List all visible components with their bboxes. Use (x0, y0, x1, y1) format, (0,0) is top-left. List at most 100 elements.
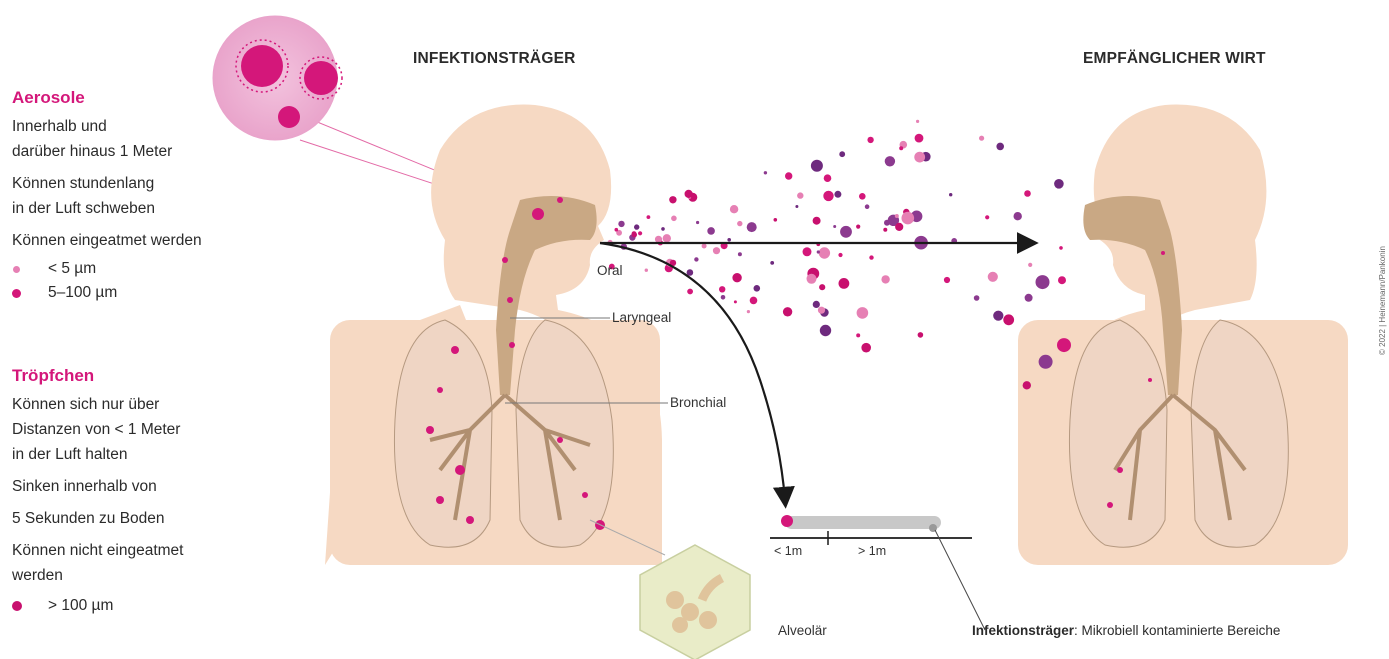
particle (557, 437, 563, 443)
particle (988, 272, 998, 282)
particle (840, 226, 852, 238)
particle (856, 225, 860, 229)
carrier-heading: INFEKTIONSTRÄGER (413, 50, 576, 68)
particle (721, 295, 726, 300)
particle (1039, 355, 1053, 369)
particle (819, 247, 830, 258)
particle (502, 257, 508, 263)
particle (857, 307, 869, 319)
particle (916, 120, 919, 123)
particle (436, 496, 444, 504)
particle (770, 261, 774, 265)
particle (839, 151, 845, 157)
particle (881, 275, 889, 283)
particle (867, 137, 873, 143)
particle (1014, 212, 1022, 220)
particle (638, 231, 642, 235)
particle (865, 204, 870, 209)
particle (687, 289, 693, 295)
particle (730, 205, 738, 213)
particle (979, 136, 984, 141)
particle (918, 332, 924, 338)
particle (1117, 467, 1123, 473)
particle (1054, 179, 1064, 189)
particle (785, 172, 792, 179)
particle (615, 228, 619, 232)
particle (1058, 276, 1066, 284)
particle (883, 228, 887, 232)
particle (895, 214, 899, 218)
particle (820, 325, 831, 336)
particle (996, 143, 1004, 151)
particle (1003, 314, 1014, 325)
particle (795, 205, 798, 208)
particle (1057, 338, 1071, 352)
particle (655, 236, 662, 243)
particle (974, 295, 980, 301)
particle (834, 191, 841, 198)
particle (869, 255, 873, 259)
particle (618, 221, 624, 227)
particle (645, 269, 648, 272)
particle (817, 250, 820, 253)
particle (738, 252, 742, 256)
particle (747, 310, 750, 313)
footnote-term: Infektionsträger (972, 623, 1074, 638)
particle (838, 253, 842, 257)
particle (823, 191, 833, 201)
particle (1161, 251, 1165, 255)
particle (663, 234, 671, 242)
carrier-figure (325, 105, 662, 565)
oral-label: Oral (597, 263, 623, 278)
particle (1107, 502, 1113, 508)
particle (915, 134, 924, 143)
particle (833, 225, 836, 228)
particle (632, 231, 637, 236)
particle (647, 215, 651, 219)
particle (944, 277, 950, 283)
particle (750, 297, 758, 305)
particle (1148, 378, 1152, 382)
distance-near-label: < 1m (774, 544, 802, 558)
particle (669, 196, 676, 203)
particle (727, 238, 731, 242)
alveolar-label: Alveolär (778, 623, 827, 638)
particle (557, 197, 563, 203)
particle (807, 274, 817, 284)
particle (811, 160, 823, 172)
particle (426, 426, 434, 434)
particle (466, 516, 474, 524)
footnote: Infektionsträger: Mikrobiell kontaminier… (972, 623, 1280, 638)
particle (694, 257, 698, 261)
particle (813, 217, 821, 225)
particle (661, 227, 665, 231)
particle (1059, 246, 1063, 250)
particle (685, 190, 693, 198)
particle (797, 192, 803, 198)
particle (914, 152, 925, 163)
particle (732, 273, 741, 282)
particle (702, 244, 707, 249)
particle (507, 297, 513, 303)
particle (949, 193, 952, 196)
particle (1024, 190, 1031, 197)
particle (719, 286, 725, 292)
particle (734, 300, 737, 303)
particle (634, 224, 639, 229)
particle (824, 174, 832, 182)
particle (1036, 275, 1050, 289)
bronchial-label: Bronchial (670, 395, 726, 410)
particle (1025, 294, 1033, 302)
particle (985, 215, 989, 219)
particle (582, 492, 588, 498)
particle (839, 278, 850, 289)
particle (737, 221, 742, 226)
particle (754, 285, 761, 292)
particle (437, 387, 443, 393)
particle (813, 301, 820, 308)
particle (803, 247, 812, 256)
particle (902, 212, 915, 225)
laryngeal-label: Laryngeal (612, 310, 671, 325)
distance-far-label: > 1m (858, 544, 886, 558)
